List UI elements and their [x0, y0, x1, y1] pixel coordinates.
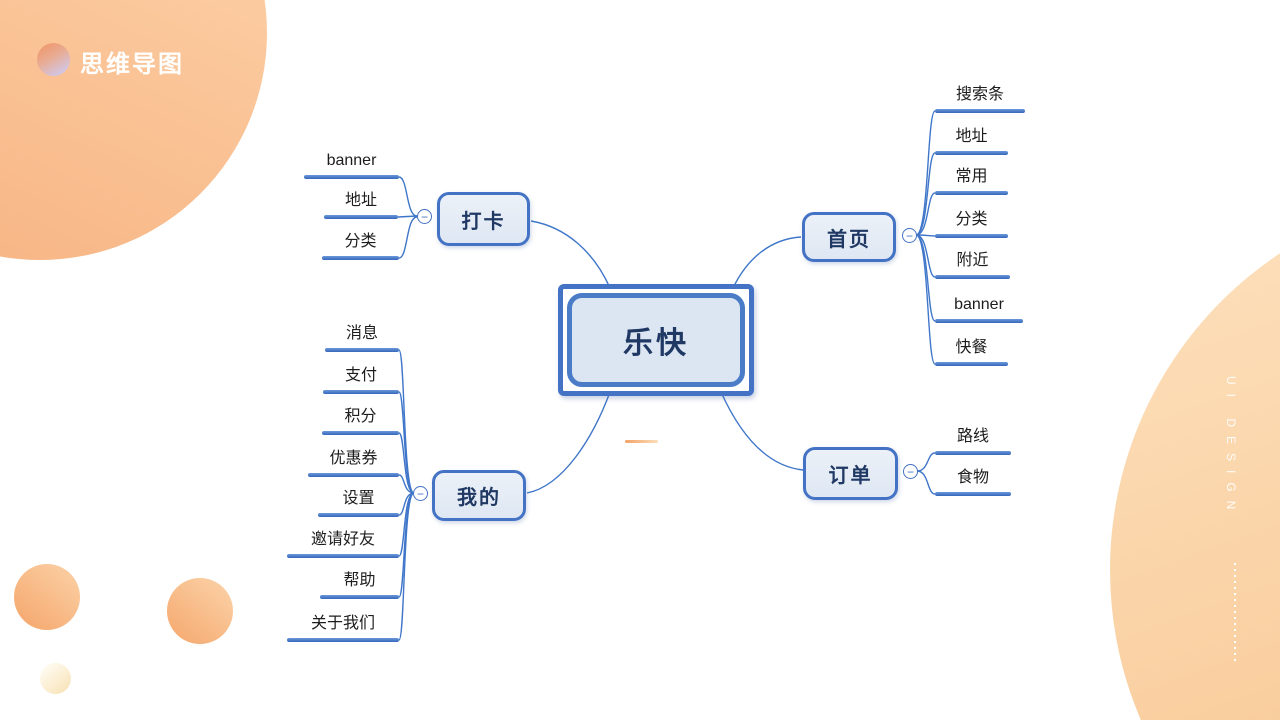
root-node[interactable]: 乐快: [558, 284, 754, 396]
child-underline: [304, 175, 399, 179]
link-wode-xiaoxi: [398, 349, 415, 494]
child-label: 路线: [956, 428, 989, 445]
link-dingdan-shiwu: [916, 470, 936, 495]
child-underline: [935, 151, 1008, 155]
child-underline: [322, 256, 399, 260]
ui-design-watermark: UI DESIGN: [1224, 376, 1238, 519]
child-label: 帮助: [343, 572, 376, 589]
link-daka-dizhi: [397, 215, 418, 218]
child-label: 分类: [344, 233, 377, 250]
branch-node-wode[interactable]: 我的: [432, 470, 526, 521]
branch-node-shouye[interactable]: 首页: [802, 212, 896, 262]
link-root-daka: [530, 220, 611, 289]
child-label: 食物: [956, 469, 989, 486]
child-underline: [935, 319, 1023, 323]
child-underline: [935, 234, 1008, 238]
link-daka-banner: [398, 176, 418, 217]
child-underline: [935, 191, 1008, 195]
child-topic-banner-daka[interactable]: banner: [304, 150, 399, 179]
child-topic-kuaican[interactable]: 快餐: [935, 337, 1008, 366]
child-topic-jifen[interactable]: 积分: [322, 406, 399, 435]
child-topic-dizhi-daka[interactable]: 地址: [324, 190, 398, 219]
child-underline: [935, 109, 1025, 113]
child-topic-zhifu[interactable]: 支付: [323, 365, 399, 394]
dotted-line-decoration: [1234, 563, 1236, 661]
child-label: 设置: [342, 490, 375, 507]
branch-node-daka[interactable]: 打卡: [437, 192, 530, 246]
child-underline: [324, 215, 398, 219]
bottom-left-pale-circle: [40, 663, 71, 694]
link-shouye-sousuotiao: [915, 110, 936, 236]
child-topic-shezhi[interactable]: 设置: [318, 488, 399, 517]
child-underline: [935, 451, 1011, 455]
child-label: banner: [954, 296, 1004, 313]
child-label: 附近: [956, 252, 989, 269]
bottom-left-circle-1: [14, 564, 80, 630]
gradient-dot-decoration: [37, 43, 70, 76]
child-topic-bangzhu[interactable]: 帮助: [320, 570, 399, 599]
child-topic-fujin[interactable]: 附近: [935, 250, 1010, 279]
link-wode-zhifu: [398, 391, 415, 494]
link-shouye-dizhi: [915, 152, 936, 236]
child-label: 地址: [955, 128, 988, 145]
link-root-shouye: [732, 236, 802, 289]
child-topic-yaoqinghaoyou[interactable]: 邀请好友: [287, 529, 399, 558]
child-label: 常用: [955, 168, 988, 185]
child-topic-shiwu[interactable]: 食物: [935, 467, 1011, 496]
link-wode-youhuiquan: [398, 474, 415, 494]
child-underline: [325, 348, 399, 352]
child-label: 关于我们: [310, 615, 375, 632]
child-label: 快餐: [955, 339, 988, 356]
child-label: 优惠券: [329, 450, 378, 467]
page-title: 思维导图: [80, 51, 184, 78]
collapse-button-wode[interactable]: −: [413, 486, 428, 501]
link-root-dingdan: [720, 391, 804, 471]
child-topic-luxian[interactable]: 路线: [935, 426, 1011, 455]
child-topic-guanyuwomen[interactable]: 关于我们: [287, 613, 399, 642]
child-underline: [935, 362, 1008, 366]
link-root-wode: [526, 391, 611, 494]
child-topic-youhuiquan[interactable]: 优惠券: [308, 448, 399, 477]
child-underline: [287, 638, 399, 642]
child-topic-dizhi-shouye[interactable]: 地址: [935, 126, 1008, 155]
child-underline: [320, 595, 399, 599]
child-underline: [308, 473, 399, 477]
link-shouye-changyong: [915, 192, 936, 236]
child-topic-fenlei-shouye[interactable]: 分类: [935, 209, 1008, 238]
child-topic-xiaoxi[interactable]: 消息: [325, 323, 399, 352]
child-label: 地址: [344, 192, 377, 209]
child-label: 支付: [344, 367, 377, 384]
child-topic-sousuotiao[interactable]: 搜索条: [935, 84, 1025, 113]
collapse-button-daka[interactable]: −: [417, 209, 432, 224]
root-node-label: 乐快: [567, 293, 745, 387]
bottom-left-circle-2: [167, 578, 233, 644]
child-label: 搜索条: [955, 86, 1004, 103]
link-shouye-kuaican: [915, 234, 936, 365]
child-underline: [935, 275, 1010, 279]
collapse-button-shouye[interactable]: −: [902, 228, 917, 243]
child-topic-fenlei-daka[interactable]: 分类: [322, 231, 399, 260]
child-label: 分类: [955, 211, 988, 228]
child-label: 积分: [344, 408, 377, 425]
collapse-button-dingdan[interactable]: −: [903, 464, 918, 479]
link-wode-jifen: [398, 432, 415, 494]
child-label: 邀请好友: [310, 531, 375, 548]
link-wode-guanyuwomen: [398, 492, 415, 641]
orange-dash-decoration: [625, 440, 658, 443]
child-underline: [935, 492, 1011, 496]
link-dingdan-luxian: [916, 452, 936, 472]
child-label: banner: [326, 152, 377, 169]
child-topic-changyong[interactable]: 常用: [935, 166, 1008, 195]
child-underline: [323, 390, 399, 394]
branch-node-dingdan[interactable]: 订单: [803, 447, 898, 500]
child-topic-banner-shouye[interactable]: banner: [935, 294, 1023, 323]
child-underline: [322, 431, 399, 435]
link-daka-fenlei: [398, 216, 418, 259]
child-underline: [287, 554, 399, 558]
child-underline: [318, 513, 399, 517]
child-label: 消息: [345, 325, 378, 342]
